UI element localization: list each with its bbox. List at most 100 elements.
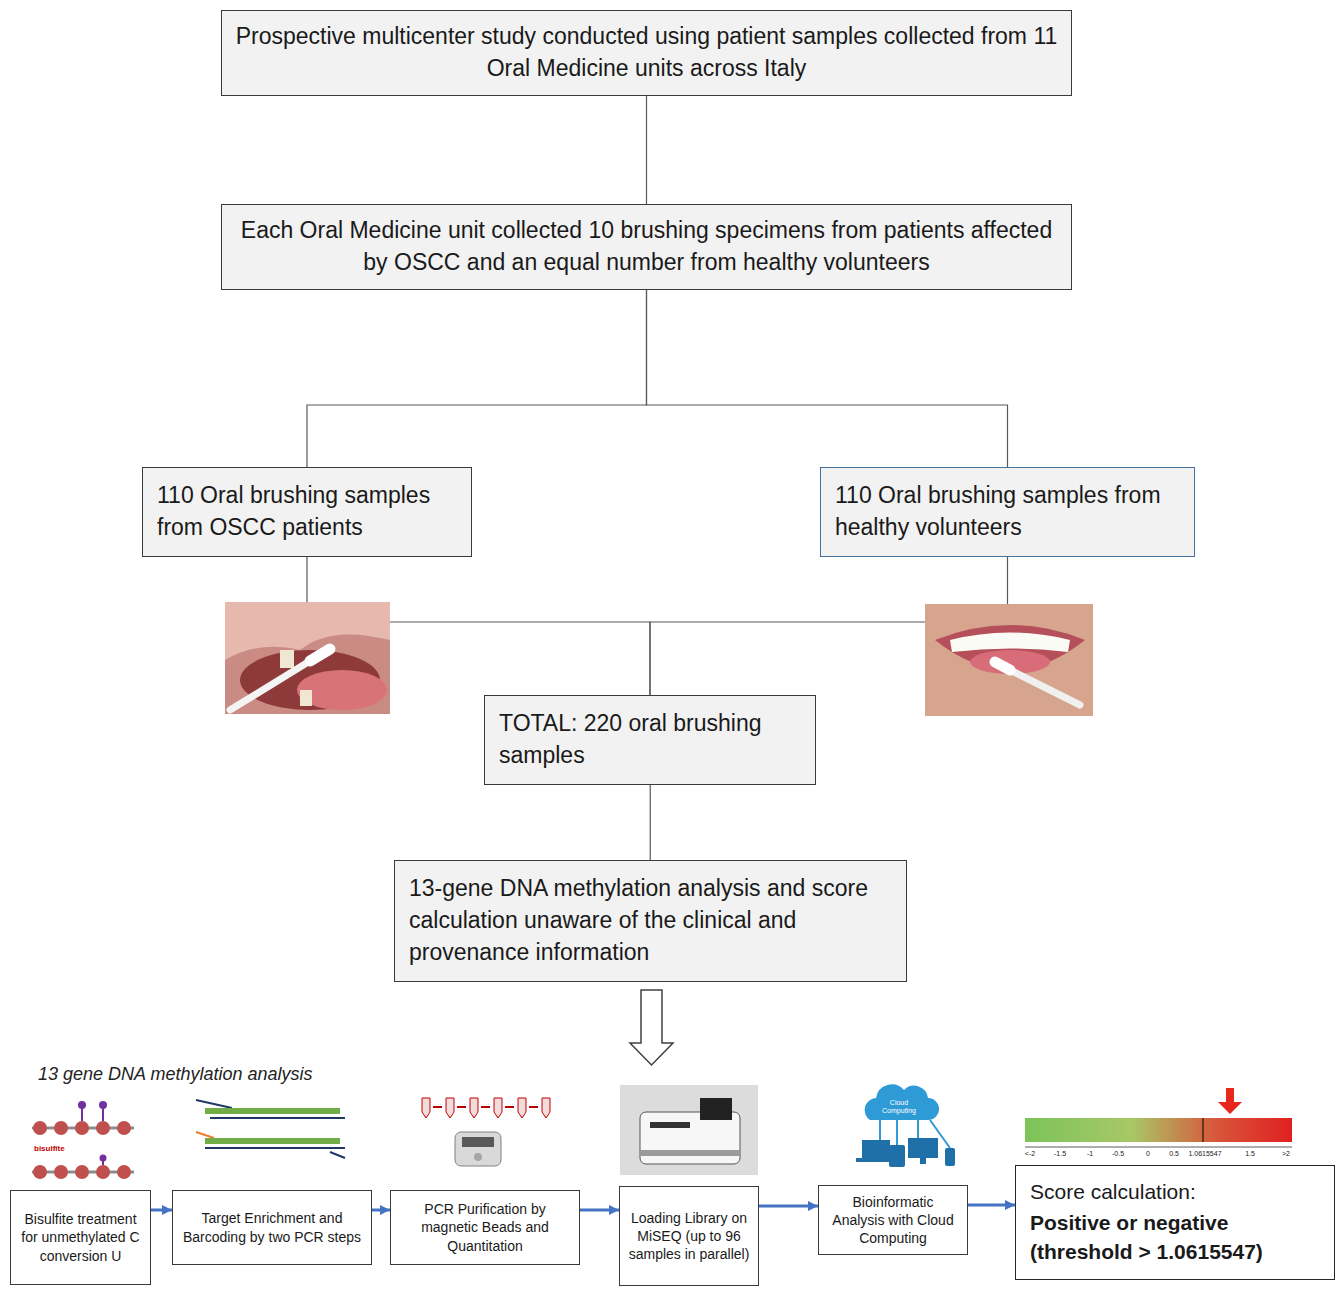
- purification-tubes-icon: [422, 1098, 550, 1166]
- box-text: Bioinformatic Analysis with Cloud Comput…: [827, 1193, 959, 1248]
- box-text: Target Enrichment and Barcoding by two P…: [181, 1209, 363, 1245]
- score-scale-bar: [1025, 1088, 1292, 1147]
- dna-bisulfite-icon-part: [33, 1165, 47, 1179]
- pcr-amplicon-icon-part: [196, 1132, 214, 1138]
- cloud-computing-icon-part: [865, 1084, 939, 1120]
- dna-bisulfite-icon-part: [102, 1108, 104, 1121]
- healthy-brushing-photo: [925, 604, 1093, 716]
- scale-tick: 1.5: [1245, 1150, 1255, 1158]
- flow-arrow: [372, 1209, 390, 1212]
- box-text: Prospective multicenter study conducted …: [234, 21, 1059, 84]
- connector-line: [647, 290, 1008, 467]
- dna-bisulfite-icon-part: [81, 1108, 83, 1121]
- purification-tubes-icon-part: [446, 1098, 454, 1118]
- step-box: PCR Purification by magnetic Beads and Q…: [390, 1190, 580, 1265]
- flow-arrow: [580, 1209, 619, 1212]
- healthy-brushing-photo-part: [925, 604, 1093, 716]
- purification-tubes-icon-part: [433, 1106, 538, 1108]
- cloud-computing-icon-part: [920, 1158, 926, 1164]
- box-text: 110 Oral brushing samples from OSCC pati…: [157, 480, 457, 543]
- dna-bisulfite-icon: [32, 1101, 134, 1179]
- scale-tick: -1.5: [1054, 1150, 1066, 1158]
- dna-bisulfite-icon-part: [96, 1121, 110, 1135]
- dna-bisulfite-icon-part: [117, 1165, 131, 1179]
- purification-tubes-icon-part: [542, 1098, 550, 1118]
- cloud-computing-icon-part: [862, 1140, 890, 1158]
- box-text: TOTAL: 220 oral brushing samples: [499, 708, 801, 771]
- sequencer-photo-part: [620, 1085, 758, 1175]
- oscc-brushing-photo-part: [310, 649, 330, 661]
- box-text: Loading Library on MiSEQ (up to 96 sampl…: [628, 1209, 750, 1264]
- box-text: Each Oral Medicine unit collected 10 bru…: [234, 215, 1059, 278]
- purification-tubes-icon-part: [422, 1098, 430, 1118]
- oscc-brushing-photo: [225, 602, 390, 714]
- reagent-label: bisulfite: [34, 1144, 65, 1153]
- step-box: Target Enrichment and Barcoding by two P…: [172, 1190, 372, 1265]
- process-box: Each Oral Medicine unit collected 10 bru…: [221, 204, 1072, 290]
- flow-arrow: [151, 1209, 172, 1212]
- cloud-label: Cloud Computing: [879, 1099, 919, 1115]
- process-box: Prospective multicenter study conducted …: [221, 10, 1072, 96]
- cloud-computing-icon: [856, 1084, 955, 1167]
- dna-bisulfite-icon-part: [96, 1165, 110, 1179]
- box-text: 110 Oral brushing samples from healthy v…: [835, 480, 1180, 543]
- score-scale-bar-part: [1218, 1102, 1242, 1114]
- score-scale-bar-part: [1226, 1088, 1234, 1102]
- step-box: Bioinformatic Analysis with Cloud Comput…: [818, 1185, 968, 1255]
- box-result-text: Positive or negative (threshold > 1.0615…: [1030, 1209, 1320, 1267]
- oscc-brushing-photo-part: [280, 650, 294, 668]
- section-heading: 13 gene DNA methylation analysis: [38, 1064, 312, 1085]
- pcr-amplicon-icon-part: [205, 1147, 345, 1149]
- group-box: 110 Oral brushing samples from healthy v…: [820, 467, 1195, 557]
- scale-tick: 0.5: [1169, 1150, 1179, 1158]
- scale-tick: >2: [1282, 1150, 1290, 1158]
- dna-bisulfite-icon-part: [78, 1101, 86, 1109]
- step-box: Loading Library on MiSEQ (up to 96 sampl…: [619, 1186, 759, 1286]
- pcr-amplicon-icon-part: [210, 1117, 345, 1119]
- healthy-brushing-photo-part: [970, 650, 1050, 674]
- dna-bisulfite-icon-part: [75, 1165, 89, 1179]
- purification-tubes-icon-part: [470, 1098, 478, 1118]
- flow-arrow: [759, 1205, 818, 1208]
- connector-line: [646, 96, 647, 204]
- box-text: Bisulfite treatment for unmethylated C c…: [19, 1210, 142, 1265]
- oscc-brushing-photo-part: [230, 656, 318, 710]
- oscc-brushing-photo-part: [225, 602, 390, 714]
- pcr-amplicon-icon: [196, 1100, 345, 1158]
- sequencer-photo-part: [640, 1150, 740, 1156]
- sequencer-photo: [620, 1085, 758, 1175]
- score-scale-bar-part: [1025, 1147, 1292, 1148]
- dna-bisulfite-icon-part: [100, 1155, 107, 1162]
- box-text: Score calculation:: [1030, 1178, 1320, 1207]
- purification-tubes-icon-part: [462, 1137, 494, 1147]
- score-scale-bar-part: [1025, 1118, 1292, 1142]
- connector-line: [307, 290, 647, 467]
- analysis-box: 13-gene DNA methylation analysis and sco…: [394, 860, 907, 982]
- dna-bisulfite-icon-part: [54, 1165, 68, 1179]
- purification-tubes-icon-part: [518, 1098, 526, 1118]
- box-text: 13-gene DNA methylation analysis and sco…: [409, 873, 892, 968]
- cloud-computing-icon-part: [889, 1145, 905, 1167]
- group-box: 110 Oral brushing samples from OSCC pati…: [142, 467, 472, 557]
- dna-bisulfite-icon-part: [117, 1121, 131, 1135]
- dna-bisulfite-icon-part: [99, 1101, 107, 1109]
- purification-tubes-icon-part: [474, 1153, 482, 1161]
- scale-tick: -0.5: [1112, 1150, 1124, 1158]
- dna-bisulfite-icon-part: [54, 1121, 68, 1135]
- oscc-brushing-photo-part: [300, 690, 312, 706]
- scale-tick: 0: [1146, 1150, 1150, 1158]
- flow-arrow: [968, 1204, 1015, 1207]
- dna-bisulfite-icon-part: [33, 1121, 47, 1135]
- cloud-computing-icon-part: [908, 1138, 938, 1158]
- pcr-amplicon-icon-part: [205, 1108, 340, 1114]
- dna-bisulfite-icon-part: [75, 1121, 89, 1135]
- sequencer-photo-part: [650, 1122, 690, 1128]
- hollow-down-arrow: [630, 990, 673, 1065]
- box-text: PCR Purification by magnetic Beads and Q…: [399, 1200, 571, 1255]
- purification-tubes-icon-part: [494, 1098, 502, 1118]
- sequencer-photo-part: [700, 1098, 732, 1120]
- scale-tick: -1: [1087, 1150, 1093, 1158]
